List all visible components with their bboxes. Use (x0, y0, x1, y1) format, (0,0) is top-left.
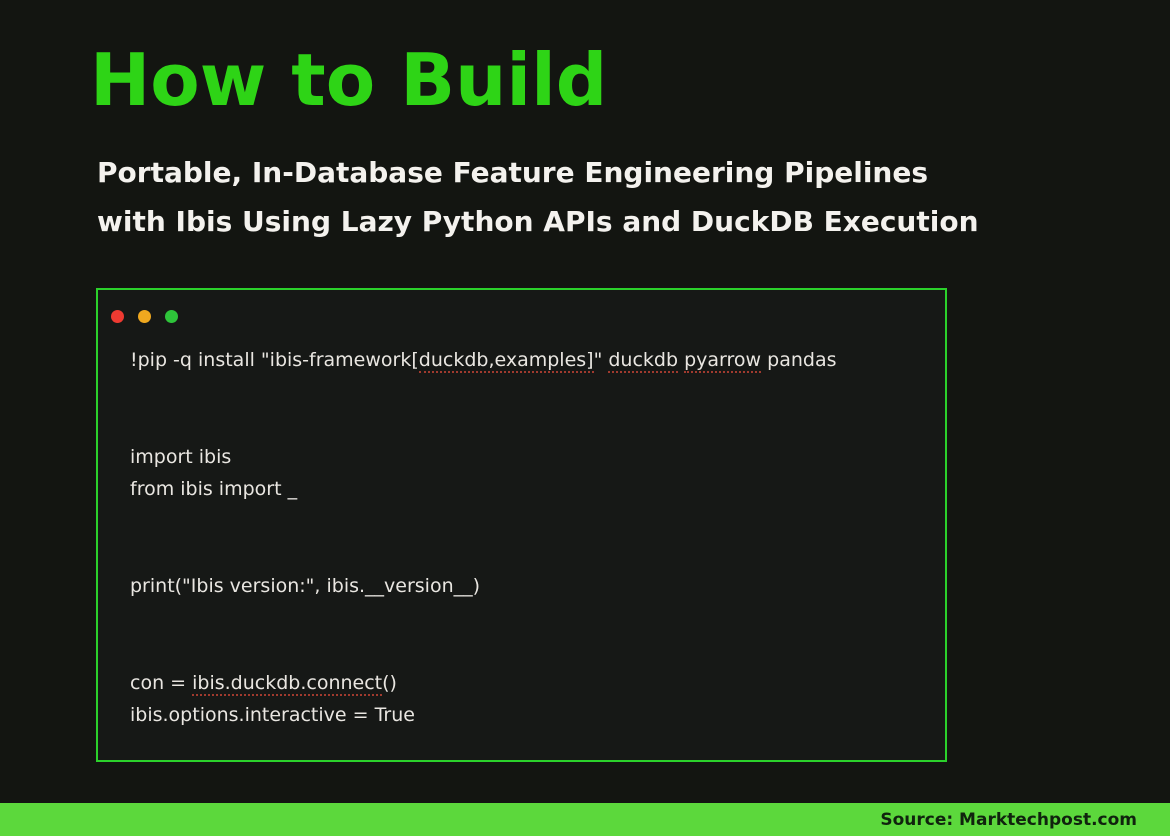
code-line: ibis.options.interactive = True (130, 699, 935, 731)
code-line: print("Ibis version:", ibis.__version__) (130, 570, 935, 602)
page-subtitle: Portable, In-Database Feature Engineerin… (97, 148, 979, 246)
window-controls (111, 310, 178, 323)
page-title: How to Build (90, 38, 608, 122)
code-token: ibis.options.interactive = True (130, 704, 415, 727)
spellcheck-token: ibis.duckdb.connect (192, 671, 383, 696)
code-token: pandas (761, 349, 837, 371)
footer-bar: Source: Marktechpost.com (0, 803, 1170, 836)
code-token: " (593, 349, 609, 371)
code-line: import ibis (130, 441, 935, 473)
close-button-icon[interactable] (111, 310, 124, 323)
code-content: !pip -q install "ibis-framework[duckdb,e… (130, 344, 935, 732)
code-line: from ibis import _ (130, 473, 935, 505)
code-line (130, 538, 935, 570)
code-line (130, 602, 935, 634)
spellcheck-token: duckdb (608, 349, 679, 373)
code-token: () (382, 671, 397, 694)
code-token: print("Ibis version:", ibis.__version__) (130, 575, 481, 598)
code-token: con = (130, 671, 193, 694)
code-line (130, 635, 935, 667)
spellcheck-token: duckdb,examples] (418, 349, 594, 373)
code-token: !pip -q install "ibis-framework[ (130, 349, 419, 371)
code-line: con = ibis.duckdb.connect() (130, 667, 935, 699)
zoom-button-icon[interactable] (165, 310, 178, 323)
source-attribution: Source: Marktechpost.com (880, 809, 1137, 830)
code-line (130, 376, 935, 408)
minimize-button-icon[interactable] (138, 310, 151, 323)
code-token: from ibis import _ (130, 478, 298, 501)
subtitle-line-2: with Ibis Using Lazy Python APIs and Duc… (97, 205, 979, 238)
code-token: import ibis (130, 445, 232, 468)
code-line: !pip -q install "ibis-framework[duckdb,e… (130, 344, 935, 376)
spellcheck-token: pyarrow (684, 349, 762, 373)
code-window: !pip -q install "ibis-framework[duckdb,e… (96, 288, 947, 762)
code-line (130, 505, 935, 537)
subtitle-line-1: Portable, In-Database Feature Engineerin… (97, 156, 929, 189)
code-line (130, 409, 935, 441)
